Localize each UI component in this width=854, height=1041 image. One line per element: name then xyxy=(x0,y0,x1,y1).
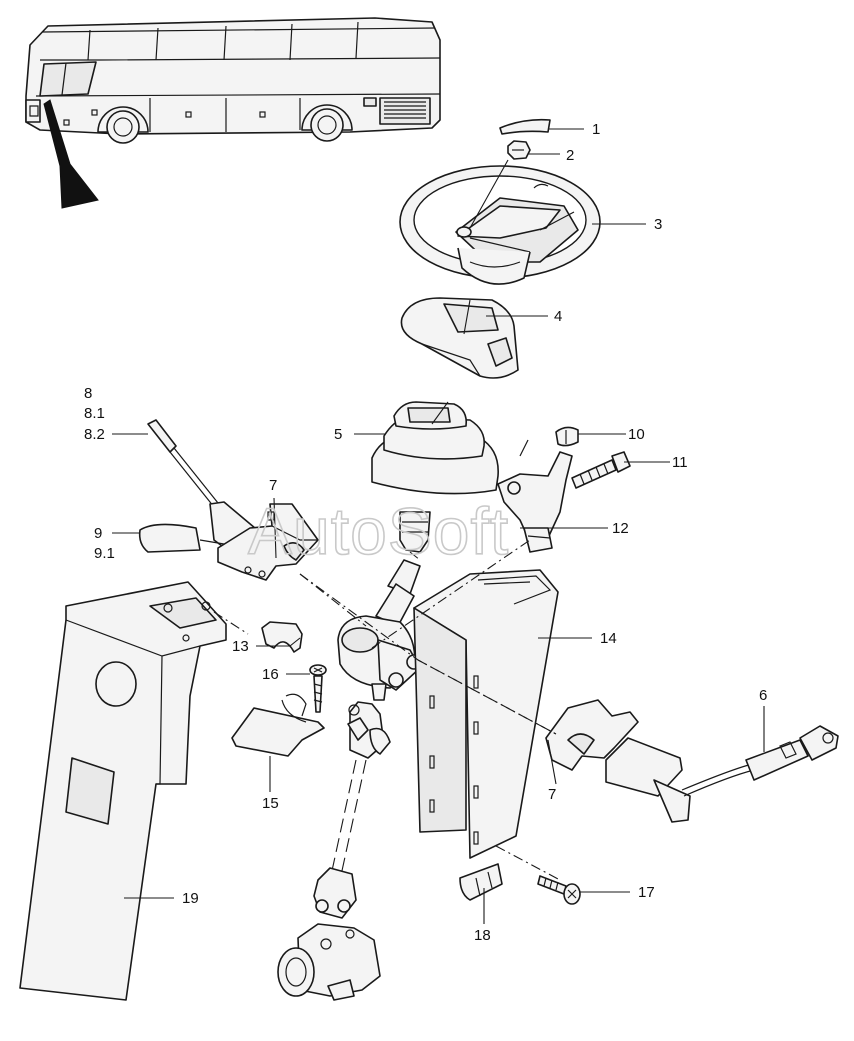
callout-10: 10 xyxy=(628,426,645,443)
part-4-column-shroud xyxy=(400,297,519,379)
callout-8-2: 8.2 xyxy=(84,426,105,443)
part-12-bracket xyxy=(497,451,573,553)
part-13-clamp-half xyxy=(261,621,303,653)
exploded-view-lines xyxy=(213,439,561,881)
part-3-steering-wheel xyxy=(399,165,601,285)
callout-18: 18 xyxy=(474,927,491,944)
watermark: AutoSoft xyxy=(248,494,509,568)
callout-labels: 1 2 3 4 5 6 7 7 8 8.1 8.2 9 9.1 10 11 12… xyxy=(84,121,767,944)
callout-9: 9 xyxy=(94,525,102,542)
part-11-bolt xyxy=(571,451,631,489)
view-arrow xyxy=(43,99,99,209)
callout-11: 11 xyxy=(672,454,688,471)
callout-1: 1 xyxy=(592,121,600,138)
part-9-switch-lever xyxy=(138,523,225,553)
part-7-clamp-lower xyxy=(545,699,639,771)
callout-2: 2 xyxy=(566,147,574,164)
callout-6: 6 xyxy=(759,687,767,704)
part-14-panel xyxy=(413,569,559,859)
callout-7-lower: 7 xyxy=(548,786,556,803)
part-18-clip xyxy=(459,863,503,901)
callout-8-1: 8.1 xyxy=(84,405,105,422)
callout-14: 14 xyxy=(600,630,617,647)
part-5-boot xyxy=(371,401,499,495)
callout-5: 5 xyxy=(334,426,342,443)
part-7-clamp-upper xyxy=(217,503,319,581)
part-6-switch xyxy=(605,725,839,823)
callout-19: 19 xyxy=(182,890,199,907)
callout-9-1: 9.1 xyxy=(94,545,115,562)
part-17-screw xyxy=(537,875,581,905)
callout-7-upper: 7 xyxy=(269,477,277,494)
bus-illustration xyxy=(25,17,441,144)
callout-12: 12 xyxy=(612,520,629,537)
callout-13: 13 xyxy=(232,638,249,655)
steering-column xyxy=(277,511,431,1001)
callout-3: 3 xyxy=(654,216,662,233)
callout-4: 4 xyxy=(554,308,562,325)
callout-17: 17 xyxy=(638,884,655,901)
part-2-nut xyxy=(507,140,531,160)
part-1-horn-cap xyxy=(499,118,551,135)
callout-15: 15 xyxy=(262,795,279,812)
part-10-plug xyxy=(555,426,579,447)
callout-8: 8 xyxy=(84,385,92,402)
leader-lines xyxy=(112,128,765,924)
part-16-screw xyxy=(309,664,327,713)
part-19-bracket xyxy=(19,581,227,1001)
part-15-bracket xyxy=(231,693,325,757)
callout-16: 16 xyxy=(262,666,279,683)
